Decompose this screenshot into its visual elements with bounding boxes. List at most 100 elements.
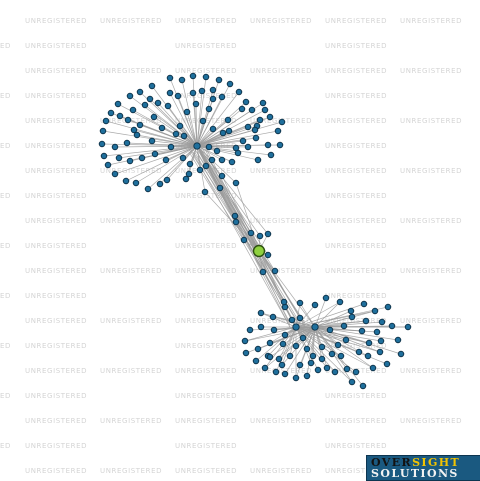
network-node — [261, 106, 269, 114]
network-node — [107, 109, 115, 117]
watermark-text: UNREGISTERED — [400, 417, 462, 425]
watermark-text: UNREGISTERED — [400, 17, 462, 25]
network-node — [296, 314, 304, 322]
network-node — [136, 121, 144, 129]
network-node — [322, 294, 330, 302]
network-node — [183, 108, 191, 116]
network-edge — [264, 326, 297, 369]
network-node — [201, 188, 209, 196]
network-node — [180, 132, 188, 140]
watermark-text: UNREGISTERED — [25, 267, 87, 275]
network-node — [114, 100, 122, 108]
network-edge — [125, 145, 198, 182]
network-edge — [196, 96, 223, 147]
network-node — [205, 143, 213, 151]
network-node — [232, 144, 240, 152]
network-node — [272, 368, 280, 376]
watermark-text: UNREGISTERED — [175, 242, 237, 250]
watermark-text: ED — [0, 342, 11, 350]
network-edge — [196, 108, 210, 147]
network-node — [266, 339, 274, 347]
network-edge — [195, 103, 198, 147]
network-node — [364, 352, 372, 360]
network-node — [256, 232, 264, 240]
network-node — [178, 76, 186, 84]
network-node — [256, 116, 264, 124]
watermark-text: UNREGISTERED — [400, 67, 462, 75]
network-node — [292, 342, 300, 350]
watermark-text: UNREGISTERED — [100, 167, 162, 175]
network-node — [166, 74, 174, 82]
watermark-text: UNREGISTERED — [25, 342, 87, 350]
network-node — [348, 313, 356, 321]
network-node — [126, 157, 134, 165]
watermark-text: ED — [0, 192, 11, 200]
watermark-text: UNREGISTERED — [325, 42, 387, 50]
network-node — [334, 341, 342, 349]
watermark-text: UNREGISTERED — [100, 267, 162, 275]
network-edge — [114, 145, 198, 148]
network-node — [288, 316, 296, 324]
network-edge — [126, 142, 198, 147]
network-edge — [177, 95, 198, 147]
network-node — [232, 218, 240, 226]
watermark-text: UNREGISTERED — [325, 192, 387, 200]
watermark-text: UNREGISTERED — [25, 367, 87, 375]
network-node — [235, 88, 243, 96]
network-node — [309, 352, 317, 360]
network-edge — [295, 320, 367, 328]
watermark-text: UNREGISTERED — [25, 192, 87, 200]
watermark-text: UNREGISTERED — [325, 392, 387, 400]
network-edge — [196, 76, 207, 147]
network-node — [242, 98, 250, 106]
watermark-text: UNREGISTERED — [250, 467, 312, 475]
watermark-text: UNREGISTERED — [100, 67, 162, 75]
network-edge — [314, 326, 374, 369]
network-node — [303, 345, 311, 353]
network-node — [150, 113, 158, 121]
watermark-text: ED — [0, 242, 11, 250]
network-node — [209, 95, 217, 103]
network-edge — [314, 316, 353, 328]
network-node — [342, 336, 350, 344]
watermark-text: UNREGISTERED — [250, 167, 312, 175]
network-node — [199, 117, 207, 125]
watermark-text: UNREGISTERED — [175, 42, 237, 50]
network-node — [162, 156, 170, 164]
network-node — [271, 267, 279, 275]
network-node — [122, 177, 130, 185]
network-node — [264, 141, 272, 149]
network-edge — [179, 125, 198, 147]
network-node — [318, 355, 326, 363]
network-edge — [295, 326, 339, 346]
network-node — [209, 86, 217, 94]
watermark-text: UNREGISTERED — [325, 142, 387, 150]
watermark-text: UNREGISTERED — [25, 142, 87, 150]
watermark-text: UNREGISTERED — [25, 392, 87, 400]
network-node — [228, 158, 236, 166]
network-node — [99, 127, 107, 135]
network-node — [164, 102, 172, 110]
network-node — [280, 298, 288, 306]
network-node — [238, 105, 246, 113]
network-node — [303, 372, 311, 380]
network-edge — [161, 127, 198, 147]
network-node — [248, 106, 256, 114]
watermark-text: UNREGISTERED — [325, 217, 387, 225]
watermark-text: UNREGISTERED — [325, 17, 387, 25]
network-edge — [273, 326, 297, 331]
network-node — [123, 139, 131, 147]
network-node — [240, 236, 248, 244]
network-node — [257, 323, 265, 331]
network-node — [242, 349, 250, 357]
network-node — [307, 359, 315, 367]
network-edge — [281, 326, 297, 366]
logo-line-1: OVERSIGHT — [371, 457, 460, 468]
watermark-text: UNREGISTERED — [325, 117, 387, 125]
network-node — [179, 154, 187, 162]
network-edge — [196, 101, 247, 147]
network-edge — [135, 145, 198, 184]
network-node — [251, 126, 259, 134]
network-edge — [278, 326, 297, 360]
network-node — [254, 345, 262, 353]
